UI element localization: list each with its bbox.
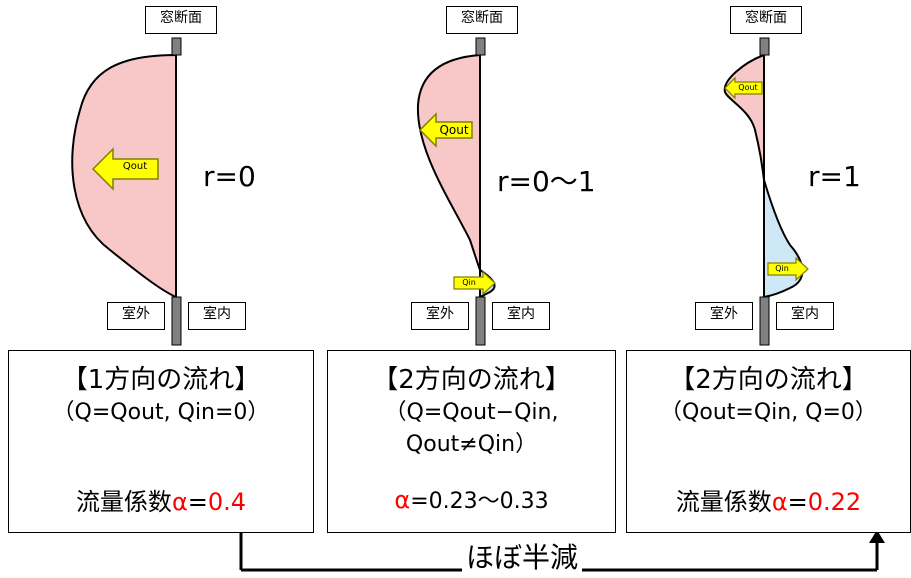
- coef-label: 流量係数: [675, 488, 772, 516]
- r-label: r=0〜1: [497, 165, 596, 198]
- panel-title: 【2方向の流れ】: [669, 365, 868, 395]
- r-label: r=0: [203, 160, 256, 193]
- panel-formula: （Q=Qout−Qin,: [384, 400, 559, 425]
- panel-two-way-balanced: 【2方向の流れ】 （Qout=Qin, Q=0） 流量係数α=0.22: [626, 350, 911, 533]
- outside-label: 室外: [107, 302, 165, 330]
- panel-formula: （Qout=Qin, Q=0）: [660, 400, 877, 425]
- r-label: r=1: [808, 160, 861, 193]
- equals-sign: =: [187, 488, 208, 516]
- alpha-symbol: α: [394, 486, 411, 514]
- qin-arrow: [453, 270, 496, 296]
- bracket-arrowhead: [869, 530, 885, 543]
- qin-arrow: [767, 256, 809, 282]
- diagram-3-graphics: [723, 37, 809, 346]
- qin-label: Qin: [462, 278, 476, 287]
- window-frame-bottom: [475, 296, 486, 346]
- coef-value: 0.22: [807, 488, 862, 516]
- window-frame-bottom: [759, 296, 770, 346]
- qout-arrow: [418, 112, 473, 148]
- window-frame-top: [475, 37, 486, 56]
- alpha-symbol: α: [171, 488, 188, 516]
- window-section-label: 窓断面: [145, 6, 217, 34]
- qout-label: Qout: [439, 123, 469, 137]
- outflow-profile: [723, 53, 765, 181]
- qout-arrow: [724, 76, 763, 100]
- outside-label: 室外: [695, 302, 753, 330]
- panel-title: 【1方向の流れ】: [61, 365, 261, 395]
- coef-value: 0.4: [207, 488, 247, 516]
- coef-range: =0.23〜0.33: [410, 489, 549, 514]
- qout-arrow: [91, 147, 159, 191]
- inside-label: 室内: [776, 302, 834, 330]
- flow-coefficient: α=0.23〜0.33: [328, 484, 615, 518]
- qout-label: Qout: [122, 161, 148, 172]
- flow-coefficient: 流量係数α=0.22: [627, 486, 910, 518]
- window-frame-top: [759, 37, 770, 56]
- window-frame-bottom: [171, 296, 182, 346]
- diagram-2-graphics: [416, 37, 496, 346]
- panel-two-way-flow: 【2方向の流れ】 （Q=Qout−Qin, Qout≠Qin） α=0.23〜0…: [327, 350, 616, 533]
- coef-label: 流量係数: [75, 488, 172, 516]
- panel-one-way-flow: 【1方向の流れ】 （Q=Qout, Qin=0） 流量係数α=0.4: [8, 350, 314, 533]
- flow-coefficient: 流量係数α=0.4: [9, 486, 313, 518]
- inside-label: 室内: [188, 302, 246, 330]
- window-section-label: 窓断面: [446, 6, 518, 34]
- alpha-symbol: α: [771, 488, 788, 516]
- equals-sign: =: [787, 488, 808, 516]
- panel-formula-cont: Qout≠Qin）: [405, 432, 538, 457]
- window-frame-top: [171, 37, 182, 56]
- window-section-label: 窓断面: [730, 6, 802, 34]
- qout-label: Qout: [738, 83, 758, 92]
- panel-formula: （Q=Qout, Qin=0）: [52, 400, 270, 425]
- outflow-profile: [416, 53, 481, 271]
- bracket-label: ほぼ半減: [462, 536, 583, 576]
- diagram-1-graphics: [71, 37, 182, 346]
- inside-label: 室内: [492, 302, 550, 330]
- panel-title: 【2方向の流れ】: [372, 365, 571, 395]
- outside-label: 室外: [411, 302, 469, 330]
- qin-label: Qin: [775, 264, 789, 273]
